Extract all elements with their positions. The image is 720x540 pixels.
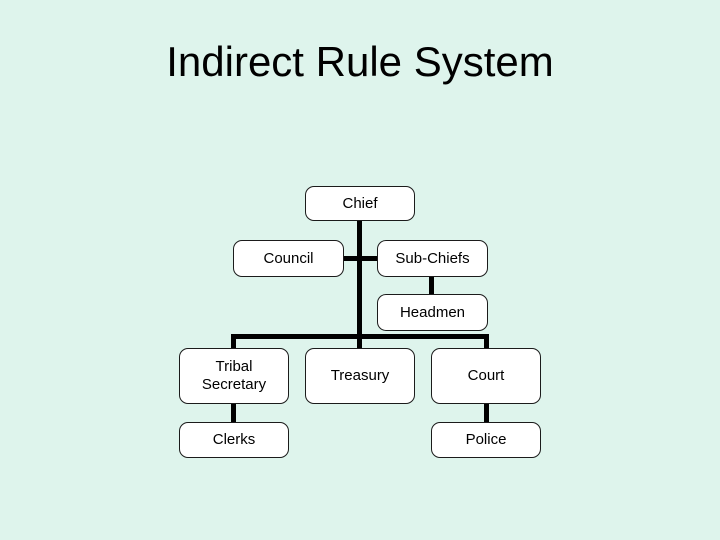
node-headmen[interactable]: Headmen	[377, 294, 488, 331]
node-police-label: Police	[465, 431, 507, 448]
node-chief-label: Chief	[342, 194, 378, 212]
node-treasury[interactable]: Treasury	[305, 348, 415, 404]
connector-bus-treasury	[357, 334, 362, 350]
page-title: Indirect Rule System	[166, 38, 554, 85]
connector-tribal-secretary-clerks	[231, 403, 236, 424]
connector-bus-tribal-secretary	[231, 334, 236, 350]
node-sub-chiefs-label: Sub-Chiefs	[395, 249, 470, 267]
connector-subchiefs-headmen	[429, 275, 434, 297]
node-clerks[interactable]: Clerks	[179, 422, 289, 458]
node-treasury-label: Treasury	[330, 367, 390, 384]
node-sub-chiefs[interactable]: Sub-Chiefs	[377, 240, 488, 277]
node-police[interactable]: Police	[431, 422, 541, 458]
node-clerks-label: Clerks	[212, 431, 256, 448]
connector-court-police	[484, 403, 489, 424]
node-headmen-label: Headmen	[399, 303, 466, 321]
node-council-label: Council	[263, 249, 314, 267]
node-court-label: Court	[467, 367, 505, 384]
connector-council-subchiefs	[340, 256, 380, 261]
connector-trunk-vertical	[357, 219, 362, 339]
node-chief[interactable]: Chief	[305, 186, 415, 221]
node-tribal-secretary-label: Tribal Secretary	[201, 358, 267, 393]
node-council[interactable]: Council	[233, 240, 344, 277]
node-court[interactable]: Court	[431, 348, 541, 404]
connector-bus-court	[484, 334, 489, 350]
node-tribal-secretary[interactable]: Tribal Secretary	[179, 348, 289, 404]
